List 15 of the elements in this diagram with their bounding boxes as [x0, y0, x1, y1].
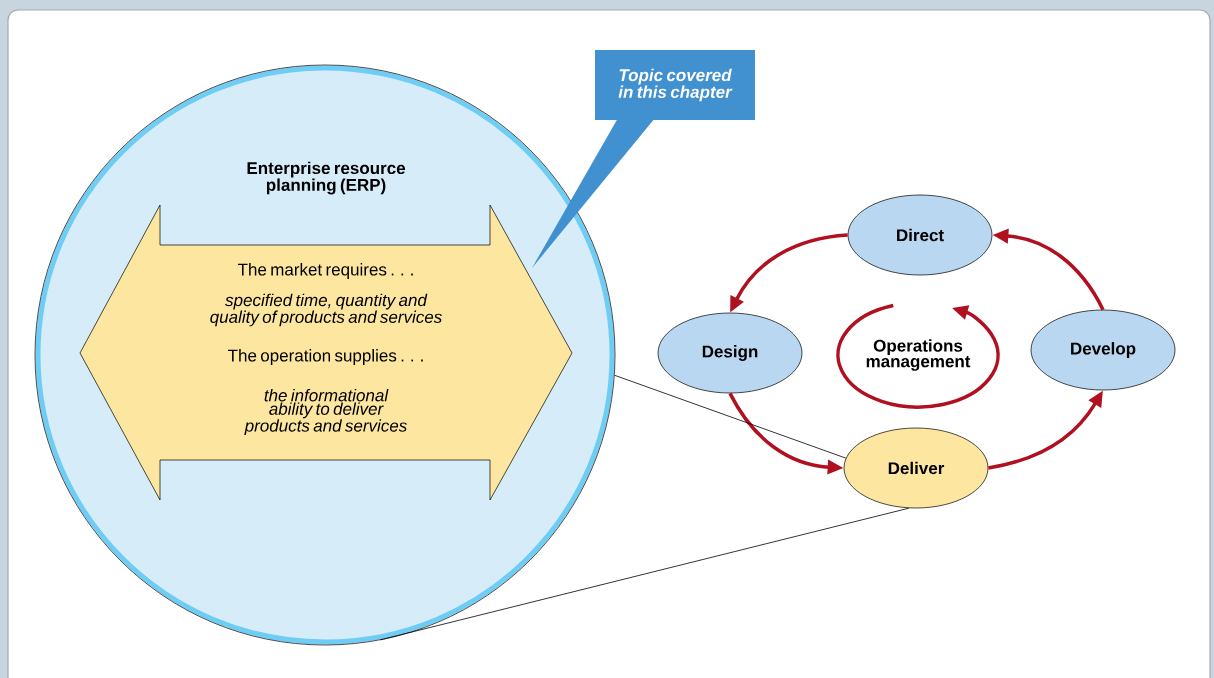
arrow-text: The operation supplies . . . — [228, 349, 423, 365]
ellipse-node: Deliver — [843, 427, 989, 509]
arrow-text: specified time, quantity and quality of products and services — [210, 293, 442, 327]
node-label: Operations management — [866, 339, 971, 371]
ellipse-node: Design — [657, 312, 803, 394]
node-label: Topic covered in this chapter — [618, 68, 733, 102]
heading: Enterprise resource planning (ERP) — [247, 161, 406, 195]
connector-line — [614, 374, 847, 459]
ellipse-node: Develop — [1030, 309, 1176, 391]
connector-line — [379, 507, 910, 641]
callout-box: Topic covered in this chapter — [532, 50, 755, 268]
arrow-text: the informational ability to deliver products and services — [244, 388, 407, 436]
cycle-ring: Operations management — [836, 303, 1000, 409]
ellipse-node: Direct — [847, 194, 993, 276]
arrow-text: The market requires . . . — [237, 263, 413, 279]
